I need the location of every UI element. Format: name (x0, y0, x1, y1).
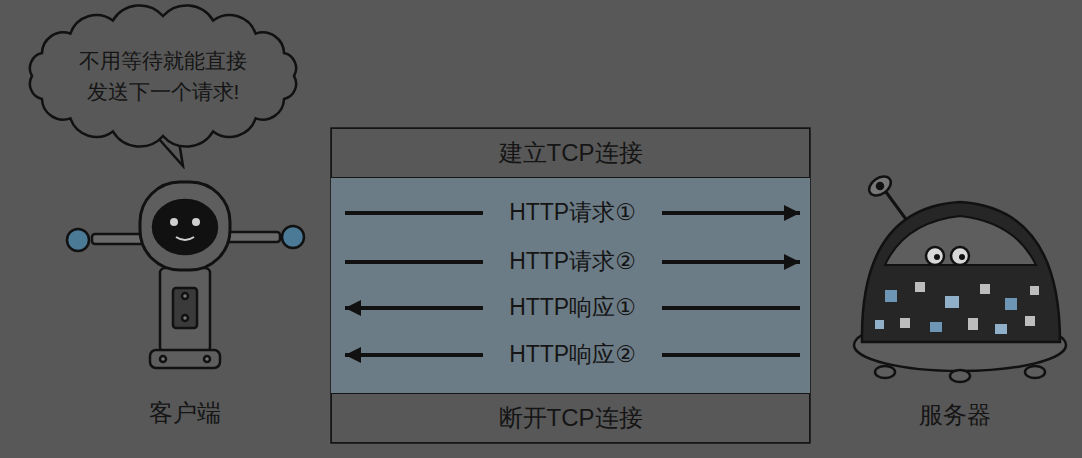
band-label: 建立TCP连接 (499, 136, 643, 171)
disconnect-band: 断开TCP连接 (331, 393, 810, 443)
figure-label: 服务器 (919, 398, 991, 433)
speech-text: 不用等待就能直接 发送下一个请求! (63, 46, 263, 107)
cloud-shape (30, 5, 296, 146)
band-label: 断开TCP连接 (499, 401, 643, 436)
figure-label: 客户端 (149, 396, 221, 431)
edge-label: HTTP请求① (483, 198, 662, 228)
edge-label: HTTP响应② (483, 340, 662, 370)
connect-band: 建立TCP连接 (331, 128, 810, 178)
edge-label: HTTP请求② (483, 247, 662, 277)
server-robot (854, 173, 1066, 382)
client-node: 客户端 (60, 178, 345, 440)
server-node: 服务器 (800, 172, 1075, 440)
edge-label: HTTP响应① (483, 293, 662, 323)
connection-frame (331, 128, 810, 443)
connection-panel (331, 178, 810, 393)
client-robot (67, 182, 304, 368)
speech-bubble: 不用等待就能直接 发送下一个请求! (18, 4, 308, 169)
